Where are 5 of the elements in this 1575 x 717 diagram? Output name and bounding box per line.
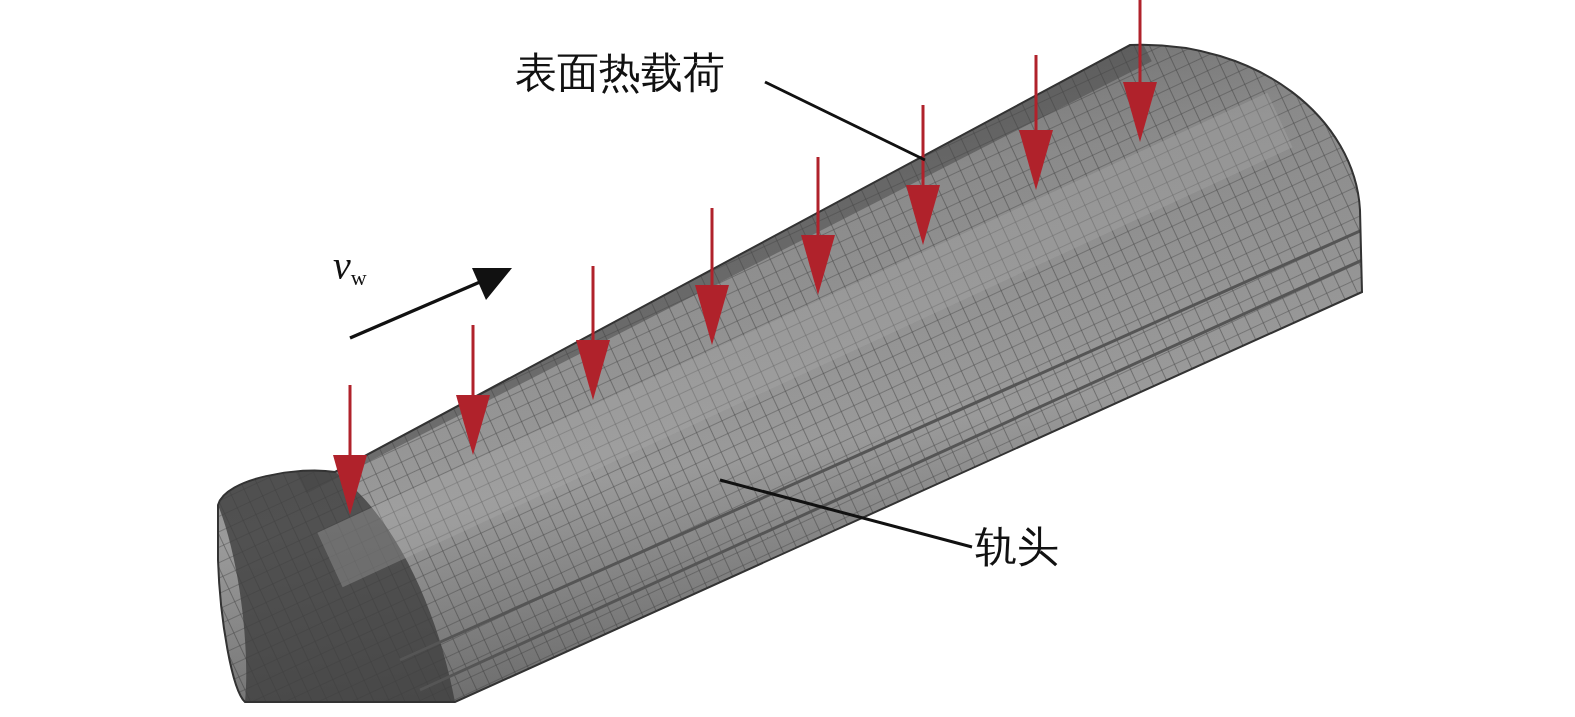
callout-label: 表面热载荷	[515, 48, 725, 99]
callout-label: 轨头	[975, 522, 1059, 573]
velocity-label: v$_{w}$	[333, 242, 367, 291]
leader-line	[764, 80, 926, 162]
leader-line	[719, 478, 973, 549]
